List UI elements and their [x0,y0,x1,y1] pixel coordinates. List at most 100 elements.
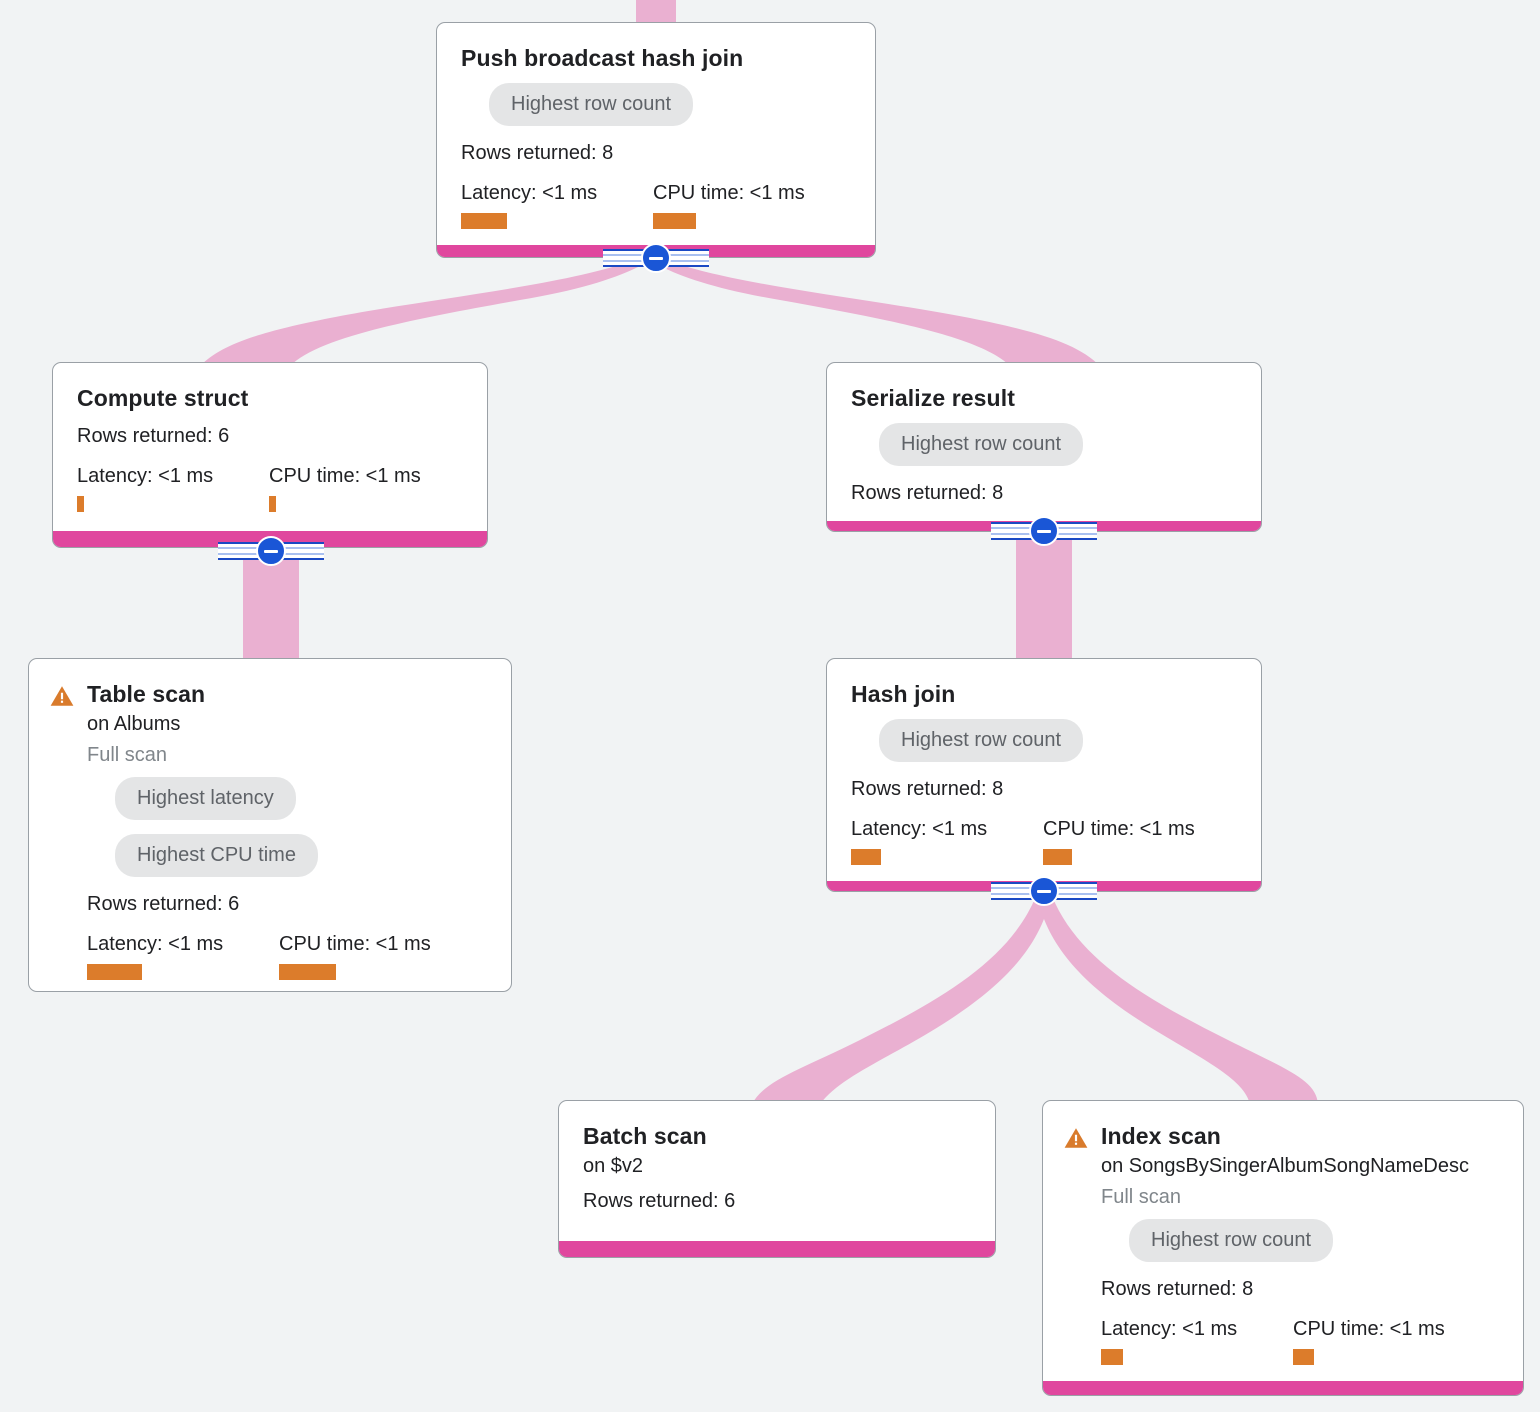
node-title-row: Compute struct [77,385,463,415]
cpu-time-bar [269,496,276,513]
status-badge-row: Highest CPU time [87,826,487,883]
cpu-time-metric: CPU time: <1 ms [1043,817,1195,866]
node-title-block: Serialize result [851,385,1237,415]
rows-returned: Rows returned: 8 [851,778,1004,801]
edge-pbhj-compute-struct [200,262,640,366]
status-badge-row: Highest row count [851,415,1084,472]
node-title-block: Compute struct [77,385,463,415]
node-scan-type: Full scan [87,744,168,767]
cpu-time-label: CPU time: <1 ms [279,933,431,956]
cpu-time-bar [653,213,696,230]
cpu-time-bar [1043,849,1072,866]
edge-root-in [636,0,676,24]
cpu-time-metric: CPU time: <1 ms [279,932,431,981]
node-title: Table scan [87,681,206,707]
cpu-time-label: CPU time: <1 ms [269,465,421,488]
node-footer-bar [559,1241,995,1257]
minus-icon[interactable] [641,243,671,273]
node-title: Index scan [1101,1123,1221,1149]
collapse-toggle-serialize-result[interactable] [991,516,1097,546]
rows-returned: Rows returned: 6 [77,425,230,448]
minus-icon[interactable] [1029,516,1059,546]
status-badge: Highest CPU time [115,834,318,878]
status-badge: Highest row count [879,719,1084,763]
latency-label: Latency: <1 ms [461,182,598,205]
status-badge: Highest row count [1129,1219,1334,1263]
status-badge-row: Highest latency [87,769,487,826]
cpu-time-bar [1293,1349,1314,1366]
rows-returned: Rows returned: 6 [583,1190,736,1213]
node-title-block: Hash join [851,681,1237,711]
latency-bar [851,849,881,866]
minus-icon[interactable] [1029,876,1059,906]
rows-returned: Rows returned: 8 [461,142,614,165]
node-title-row: Hash join [851,681,1237,711]
latency-label: Latency: <1 ms [87,933,224,956]
status-badge: Highest row count [489,83,694,127]
node-title: Compute struct [77,385,249,411]
cpu-time-label: CPU time: <1 ms [1043,818,1195,841]
status-badge-row: Highest row count [851,711,1084,768]
latency-bar [1101,1349,1123,1366]
edge-hash-join-index-scan [1038,896,1318,1104]
warning-icon [49,683,75,709]
latency-metric: Latency: <1 ms [851,817,1043,866]
metrics-row: Latency: <1 ms CPU time: <1 ms [851,817,1237,866]
status-badge-row: Highest row count [1101,1211,1499,1268]
edge-hash-join-batch-scan [752,896,1050,1104]
latency-bar [77,496,84,513]
collapse-toggle-push-broadcast-hash-join[interactable] [603,243,709,273]
cpu-time-label: CPU time: <1 ms [653,182,805,205]
node-subtitle: on Albums [87,713,181,736]
edge-serialize-result-hash-join [1016,532,1072,662]
latency-metric: Latency: <1 ms [1101,1317,1293,1366]
node-title-row: Push broadcast hash join [461,45,851,75]
node-title-block: Push broadcast hash join [461,45,851,75]
metrics-row: Latency: <1 ms CPU time: <1 ms [87,932,487,981]
latency-label: Latency: <1 ms [851,818,988,841]
latency-label: Latency: <1 ms [1101,1318,1238,1341]
node-title: Serialize result [851,385,1015,411]
edge-compute-struct-table-scan [243,552,299,662]
status-badge: Highest latency [115,777,296,821]
cpu-time-label: CPU time: <1 ms [1293,1318,1445,1341]
minus-icon[interactable] [256,536,286,566]
collapse-toggle-hash-join[interactable] [991,876,1097,906]
rows-returned: Rows returned: 6 [87,893,240,916]
collapse-toggle-compute-struct[interactable] [218,536,324,566]
metrics-row: Latency: <1 ms CPU time: <1 ms [1101,1317,1499,1366]
status-badge-row: Highest row count [461,75,694,132]
rows-returned: Rows returned: 8 [1101,1278,1254,1301]
cpu-time-metric: CPU time: <1 ms [1293,1317,1445,1366]
latency-bar [87,964,142,981]
cpu-time-metric: CPU time: <1 ms [653,181,805,230]
edge-pbhj-serialize-result [660,262,1100,366]
rows-returned: Rows returned: 8 [851,482,1004,505]
metrics-row: Latency: <1 ms CPU time: <1 ms [461,181,851,230]
node-title: Hash join [851,681,956,707]
latency-metric: Latency: <1 ms [77,464,269,513]
latency-metric: Latency: <1 ms [87,932,279,981]
